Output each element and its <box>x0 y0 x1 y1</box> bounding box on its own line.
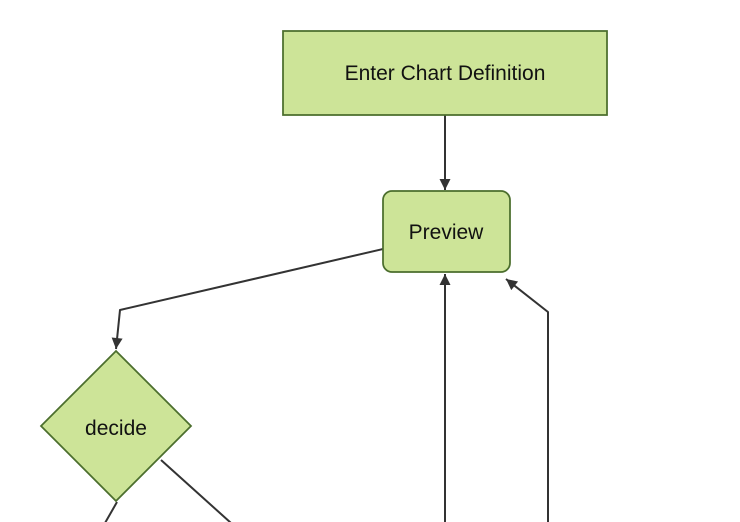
decide-label: decide <box>85 417 147 440</box>
node-layer: Enter Chart Definition Preview decide <box>39 30 608 503</box>
edge-offscreen-to-preview-corner <box>505 278 549 522</box>
node-decide: decide <box>39 349 193 503</box>
edge-layer <box>104 115 549 522</box>
edge-decide-to-offscreen-left <box>104 501 118 522</box>
node-enter-chart-definition: Enter Chart Definition <box>282 30 608 116</box>
preview-box <box>382 190 511 273</box>
enter-chart-definition-box <box>282 30 608 116</box>
preview-label: Preview <box>409 221 485 244</box>
edge-decide-to-offscreen-right <box>160 459 232 522</box>
node-preview: Preview <box>382 190 511 273</box>
edge-preview-to-decide <box>111 248 384 350</box>
enter-chart-definition-label: Enter Chart Definition <box>345 62 546 85</box>
decide-diamond <box>39 349 193 503</box>
